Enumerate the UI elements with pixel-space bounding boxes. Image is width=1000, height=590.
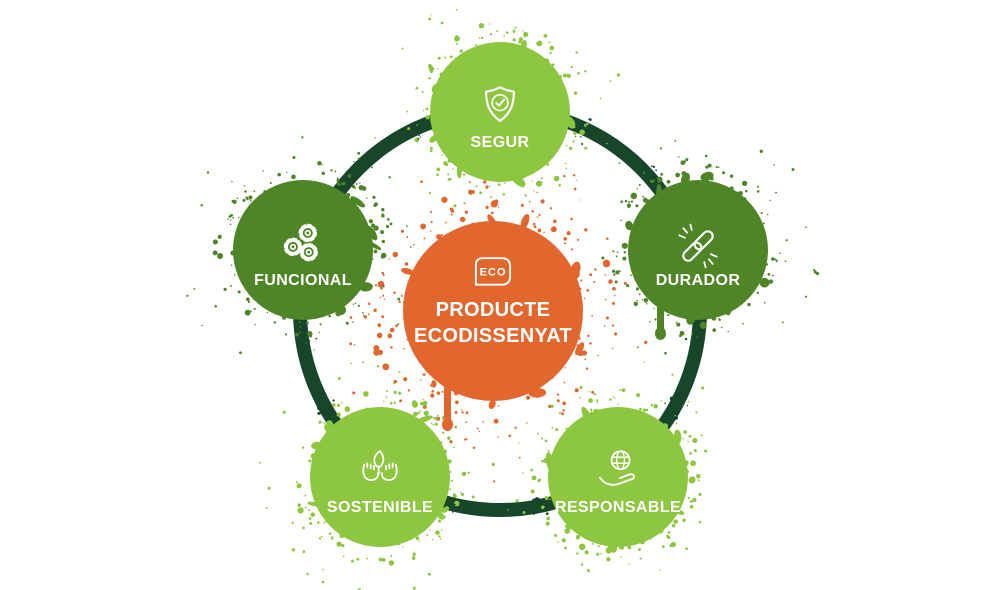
hand-globe-icon [594, 448, 642, 494]
paint-drip [442, 418, 453, 431]
hands-leaf-icon [356, 448, 404, 494]
node-label: DURADOR [655, 271, 741, 289]
center-node-producte-ecodissenyat: ECO PRODUCTE ECODISSENYAT [403, 221, 583, 401]
node-label: RESPONSABLE [554, 498, 682, 516]
chain-link-icon [673, 221, 723, 268]
paint-drip [444, 360, 451, 422]
node-segur: SEGUR [430, 42, 570, 182]
shield-check-icon [477, 83, 523, 129]
node-label: SEGUR [470, 133, 530, 151]
node-label: SOSTENIBLE [326, 498, 434, 516]
center-title-line1: PRODUCTE [435, 298, 551, 321]
gears-icon [280, 221, 326, 267]
node-funcional: FUNCIONAL [233, 180, 373, 320]
node-sostenible: SOSTENIBLE [310, 407, 450, 547]
paint-drip [655, 327, 666, 340]
center-title-line2: ECODISSENYAT [413, 324, 573, 347]
node-durador: DURADOR [628, 180, 768, 320]
eco-leaf-badge-icon: ECO [469, 252, 517, 290]
node-responsable: RESPONSABLE [548, 407, 688, 547]
eco-badge-text: ECO [480, 266, 507, 278]
node-label: FUNCIONAL [254, 271, 352, 289]
